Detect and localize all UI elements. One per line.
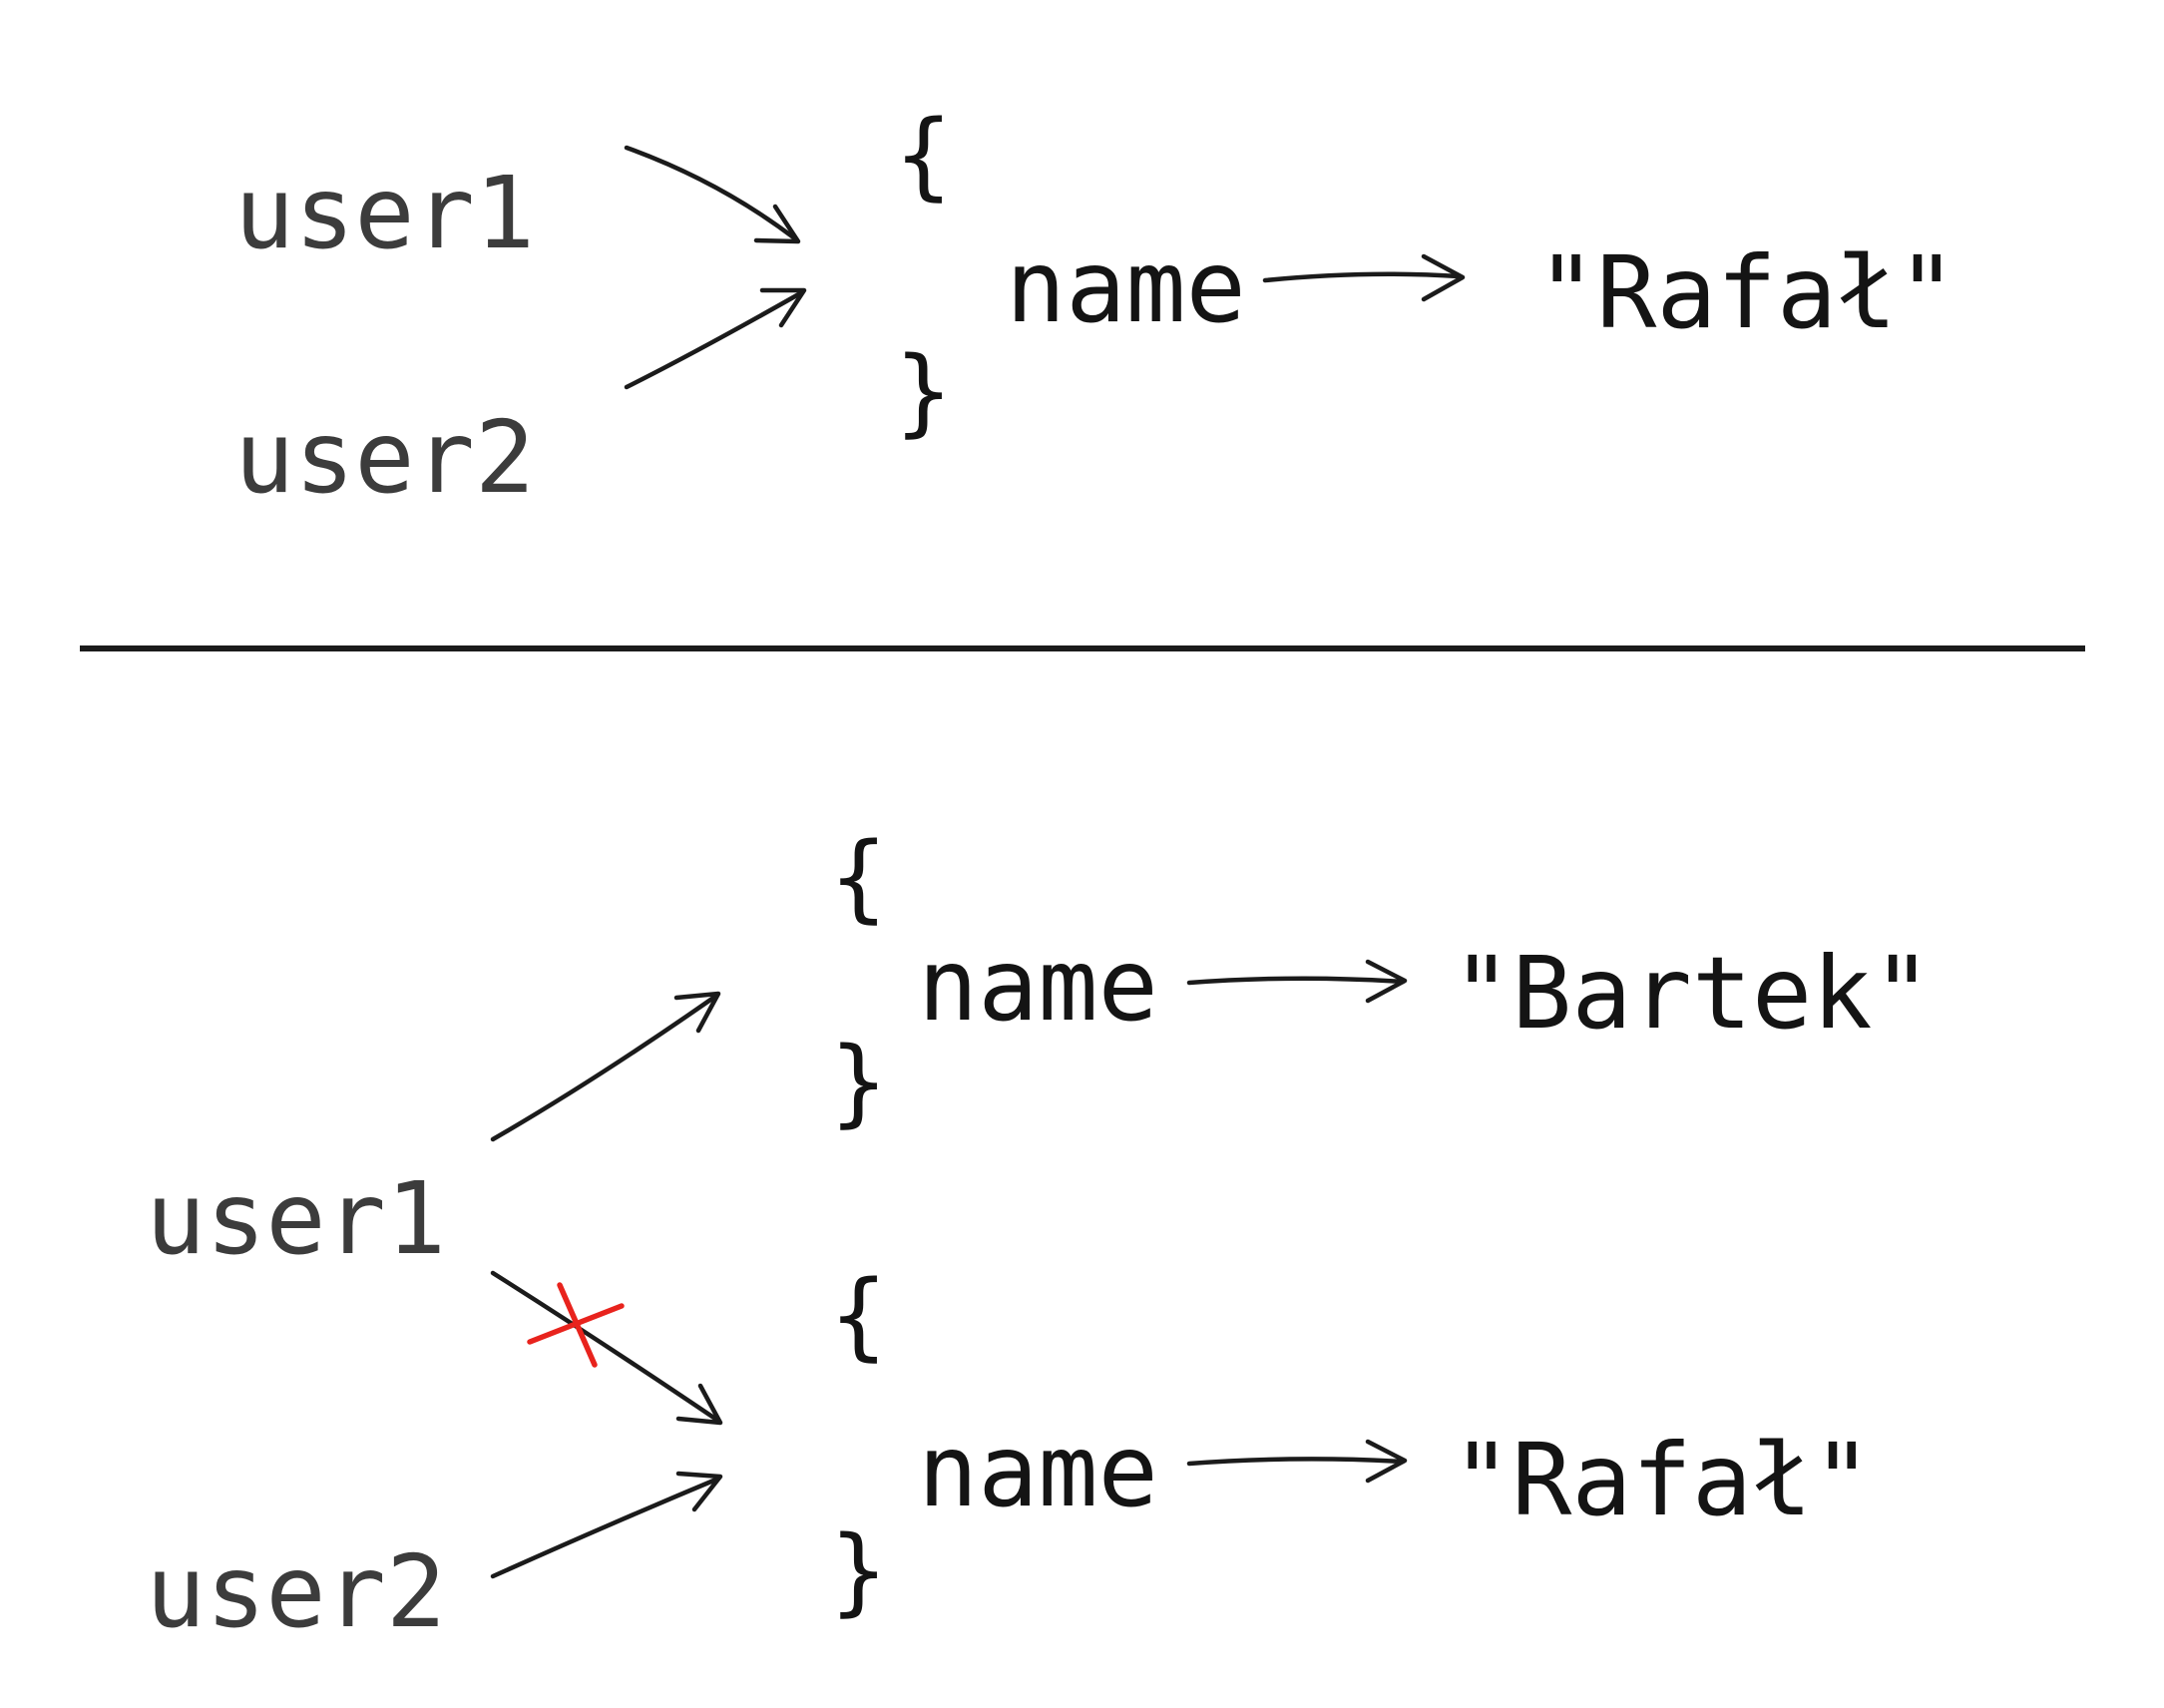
bottom-arrow-name-to-value-b bbox=[1186, 1439, 1408, 1484]
red-x-icon bbox=[527, 1282, 625, 1368]
bottom-arrow-user1-to-object-a bbox=[490, 991, 721, 1142]
bottom-object-a-close-brace: } bbox=[830, 1028, 887, 1137]
bottom-object-b: { name "Rafał" } bbox=[830, 1261, 1872, 1626]
top-object-value-rafal: "Rafał" bbox=[1536, 234, 1956, 351]
bottom-arrow-user2-to-object-b bbox=[490, 1471, 723, 1579]
top-object-close-brace: } bbox=[895, 337, 952, 447]
bottom-object-b-value-rafal: "Rafał" bbox=[1452, 1422, 1872, 1538]
top-arrow-user2-to-object bbox=[624, 287, 807, 390]
bottom-object-b-open-brace: { bbox=[830, 1261, 887, 1371]
bottom-arrow-user1-to-object-b-crossed bbox=[490, 1270, 723, 1426]
bottom-variable-user1-label: user1 bbox=[146, 1160, 446, 1277]
top-variable-user1-label: user1 bbox=[234, 155, 535, 271]
bottom-object-a-value-bartek: "Bartek" bbox=[1452, 935, 1933, 1052]
top-object: { name "Rafał" } bbox=[895, 101, 1956, 447]
top-diagram: user1 user2 { name "Rafał" bbox=[234, 101, 1956, 516]
top-variable-user2-label: user2 bbox=[234, 399, 535, 516]
bottom-arrow-name-to-value-a bbox=[1186, 959, 1408, 1004]
bottom-object-b-key-name: name bbox=[918, 1413, 1158, 1529]
bottom-diagram: user1 user2 bbox=[146, 823, 1933, 1650]
bottom-object-a: { name "Bartek" } bbox=[830, 823, 1933, 1137]
bottom-object-a-open-brace: { bbox=[830, 823, 887, 933]
top-arrow-user1-to-object bbox=[624, 145, 801, 244]
top-arrow-name-to-value bbox=[1262, 253, 1466, 302]
top-object-key-name: name bbox=[1006, 228, 1246, 345]
bottom-variable-user2-label: user2 bbox=[146, 1533, 446, 1650]
bottom-object-a-key-name: name bbox=[918, 927, 1158, 1044]
bottom-object-b-close-brace: } bbox=[830, 1516, 887, 1626]
top-object-open-brace: { bbox=[895, 101, 952, 211]
